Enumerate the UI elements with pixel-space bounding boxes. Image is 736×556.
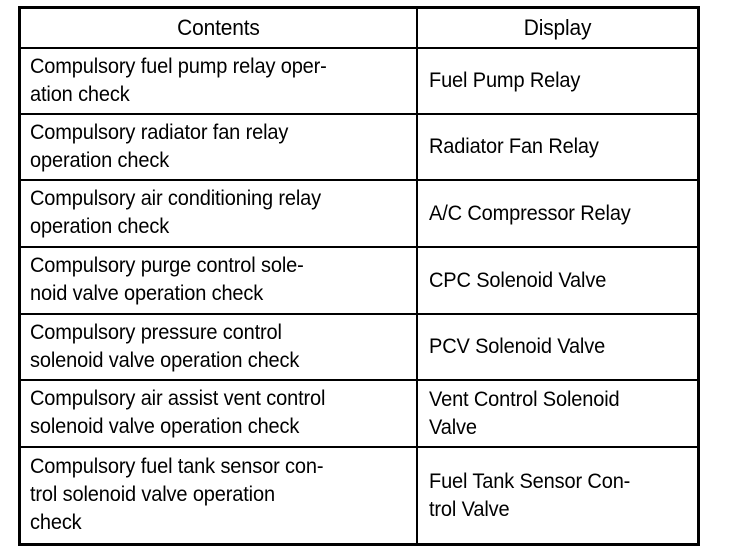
cell-display: Fuel Pump Relay: [418, 49, 697, 113]
table-header-row: Contents Display: [21, 9, 697, 49]
cell-contents-text: Compulsory air conditioning relay operat…: [30, 186, 322, 238]
column-header-display: Display: [418, 9, 697, 47]
cell-contents-text: Compulsory air assist vent control solen…: [30, 386, 326, 438]
table-row: Compulsory fuel tank sensor con- trol so…: [21, 448, 697, 543]
cell-display-text: Fuel Pump Relay: [429, 68, 581, 93]
table-row: Compulsory air conditioning relay operat…: [21, 181, 697, 248]
column-header-contents-label: Contents: [177, 14, 260, 40]
cell-display: Fuel Tank Sensor Con- trol Valve: [418, 448, 697, 543]
cell-contents-text: Compulsory fuel tank sensor con- trol so…: [30, 454, 324, 534]
table-row: Compulsory pressure control solenoid val…: [21, 315, 697, 381]
cell-display: Radiator Fan Relay: [418, 115, 697, 179]
cell-contents: Compulsory fuel pump relay oper- ation c…: [21, 49, 418, 113]
cell-contents: Compulsory air conditioning relay operat…: [21, 181, 418, 246]
cell-display-text: Fuel Tank Sensor Con- trol Valve: [429, 468, 631, 521]
cell-display-text: PCV Solenoid Valve: [429, 334, 606, 359]
cell-contents-text: Compulsory purge control sole- noid valv…: [30, 253, 304, 305]
cell-display: A/C Compressor Relay: [418, 181, 697, 246]
column-header-display-label: Display: [523, 14, 592, 40]
table-row: Compulsory radiator fan relay operation …: [21, 115, 697, 181]
column-header-contents: Contents: [21, 9, 418, 47]
cell-display: PCV Solenoid Valve: [418, 315, 697, 379]
cell-contents-text: Compulsory radiator fan relay operation …: [30, 120, 289, 172]
cell-display-text: A/C Compressor Relay: [429, 200, 631, 225]
cell-contents: Compulsory pressure control solenoid val…: [21, 315, 418, 379]
cell-contents: Compulsory air assist vent control solen…: [21, 381, 418, 446]
table-row: Compulsory purge control sole- noid valv…: [21, 248, 697, 315]
cell-contents-text: Compulsory fuel pump relay oper- ation c…: [30, 54, 327, 106]
table-row: Compulsory air assist vent control solen…: [21, 381, 697, 448]
cell-display-text: CPC Solenoid Valve: [429, 267, 607, 292]
cell-display: CPC Solenoid Valve: [418, 248, 697, 313]
diagnostic-table: Contents Display Compulsory fuel pump re…: [18, 6, 700, 546]
cell-contents-text: Compulsory pressure control solenoid val…: [30, 320, 300, 372]
cell-display-text: Radiator Fan Relay: [429, 134, 599, 159]
cell-contents: Compulsory radiator fan relay operation …: [21, 115, 418, 179]
table-row: Compulsory fuel pump relay oper- ation c…: [21, 49, 697, 115]
cell-contents: Compulsory fuel tank sensor con- trol so…: [21, 448, 418, 543]
cell-display: Vent Control Solenoid Valve: [418, 381, 697, 446]
cell-display-text: Vent Control Solenoid Valve: [429, 386, 620, 439]
cell-contents: Compulsory purge control sole- noid valv…: [21, 248, 418, 313]
